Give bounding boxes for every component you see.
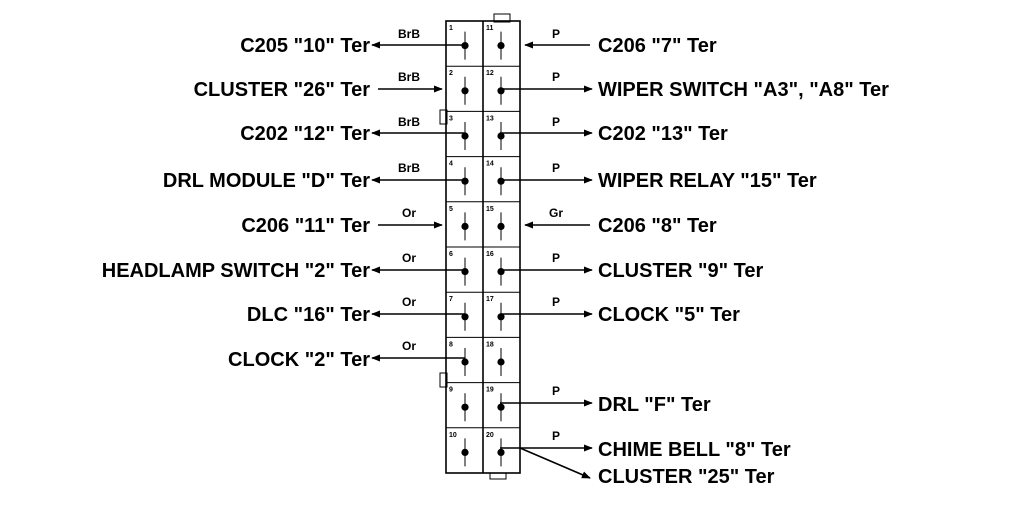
wire-color-label: P — [552, 251, 560, 265]
right-label-c206-7: C206 "7" Ter — [598, 35, 717, 57]
pin-dot — [461, 268, 469, 276]
right-label-cluster-25: CLUSTER "25" Ter — [598, 466, 775, 488]
left-label-c202-12: C202 "12" Ter — [240, 123, 370, 145]
wire-color-label: BrB — [398, 70, 420, 84]
left-label-drl-module-d: DRL MODULE "D" Ter — [163, 170, 370, 192]
pin-dot — [461, 448, 469, 456]
pin-number: 10 — [449, 432, 457, 439]
wire-lead-arrow — [519, 447, 591, 479]
pin-number: 9 — [449, 387, 453, 394]
right-label-c202-13: C202 "13" Ter — [598, 123, 728, 145]
right-label-c206-8: C206 "8" Ter — [598, 215, 717, 237]
left-label-headlamp-switch-2: HEADLAMP SWITCH "2" Ter — [102, 260, 370, 282]
wire-color-label: Or — [402, 295, 416, 309]
pin-dot — [461, 177, 469, 185]
wire-color-label: P — [552, 429, 560, 443]
wire-color-label: P — [552, 384, 560, 398]
pin-number: 20 — [486, 432, 494, 439]
right-label-wiper-switch: WIPER SWITCH "A3", "A8" Ter — [598, 79, 889, 101]
pin-number: 14 — [486, 161, 494, 168]
wire-color-label: P — [552, 115, 560, 129]
connector-top-latch — [493, 13, 511, 23]
pin-dot — [461, 87, 469, 95]
pin-dot — [497, 448, 505, 456]
wire-color-label: P — [552, 295, 560, 309]
pin-dot — [497, 132, 505, 140]
pin-number: 5 — [449, 206, 453, 213]
pin-dot — [497, 268, 505, 276]
pin-number: 18 — [486, 341, 494, 348]
pin-number: 6 — [449, 251, 453, 258]
left-circuits: C205 "10" Ter CLUSTER "26" Ter C202 "12"… — [102, 27, 421, 371]
pin-number: 17 — [486, 296, 494, 303]
left-label-clock-2: CLOCK "2" Ter — [228, 349, 370, 371]
pin-number: 3 — [449, 115, 453, 122]
pin-dot — [461, 132, 469, 140]
wire-color-label: BrB — [398, 27, 420, 41]
pin-number: 13 — [486, 115, 494, 122]
left-label-c205-10: C205 "10" Ter — [240, 35, 370, 57]
pin-number: 11 — [486, 25, 494, 32]
right-circuits: C206 "7" Ter WIPER SWITCH "A3", "A8" Ter… — [549, 27, 889, 488]
left-label-cluster-26: CLUSTER "26" Ter — [194, 79, 371, 101]
pin-dot — [461, 403, 469, 411]
wire-color-label: BrB — [398, 115, 420, 129]
pin-number: 19 — [486, 387, 494, 394]
wire-color-label: BrB — [398, 161, 420, 175]
pin-dot — [497, 358, 505, 366]
right-label-wiper-relay-15: WIPER RELAY "15" Ter — [598, 170, 817, 192]
pin-dot — [497, 222, 505, 230]
pin-number: 8 — [449, 341, 453, 348]
right-label-cluster-9: CLUSTER "9" Ter — [598, 260, 764, 282]
wire-color-label: Or — [402, 339, 416, 353]
wire-color-label: Or — [402, 251, 416, 265]
pin-dot — [497, 42, 505, 50]
right-label-drl-f: DRL "F" Ter — [598, 394, 711, 416]
wire-leads — [371, 41, 593, 479]
pin-number: 2 — [449, 70, 453, 77]
pin-dot — [497, 403, 505, 411]
connector-side-key-lower — [439, 372, 448, 388]
pin-number: 12 — [486, 70, 494, 77]
connector-row-dividers — [446, 65, 520, 429]
pin-dot — [461, 358, 469, 366]
pin-dot — [497, 177, 505, 185]
pin-dot — [461, 313, 469, 321]
connector-bottom-latch — [489, 472, 507, 480]
pin-number: 16 — [486, 251, 494, 258]
pin-number: 7 — [449, 296, 453, 303]
wire-color-label: Gr — [549, 206, 563, 220]
wire-color-label: P — [552, 27, 560, 41]
right-label-chime-bell-8: CHIME BELL "8" Ter — [598, 439, 791, 461]
wire-color-label: P — [552, 70, 560, 84]
left-label-c206-11: C206 "11" Ter — [241, 215, 370, 237]
pin-dot — [461, 222, 469, 230]
wire-color-label: Or — [402, 206, 416, 220]
left-label-dlc-16: DLC "16" Ter — [247, 304, 370, 326]
pin-dot — [497, 313, 505, 321]
pin-number: 1 — [449, 25, 453, 32]
pin-number: 4 — [449, 161, 453, 168]
right-label-clock-5: CLOCK "5" Ter — [598, 304, 740, 326]
wire-color-label: P — [552, 161, 560, 175]
connector-side-key-upper — [439, 109, 448, 125]
pin-number: 15 — [486, 206, 494, 213]
